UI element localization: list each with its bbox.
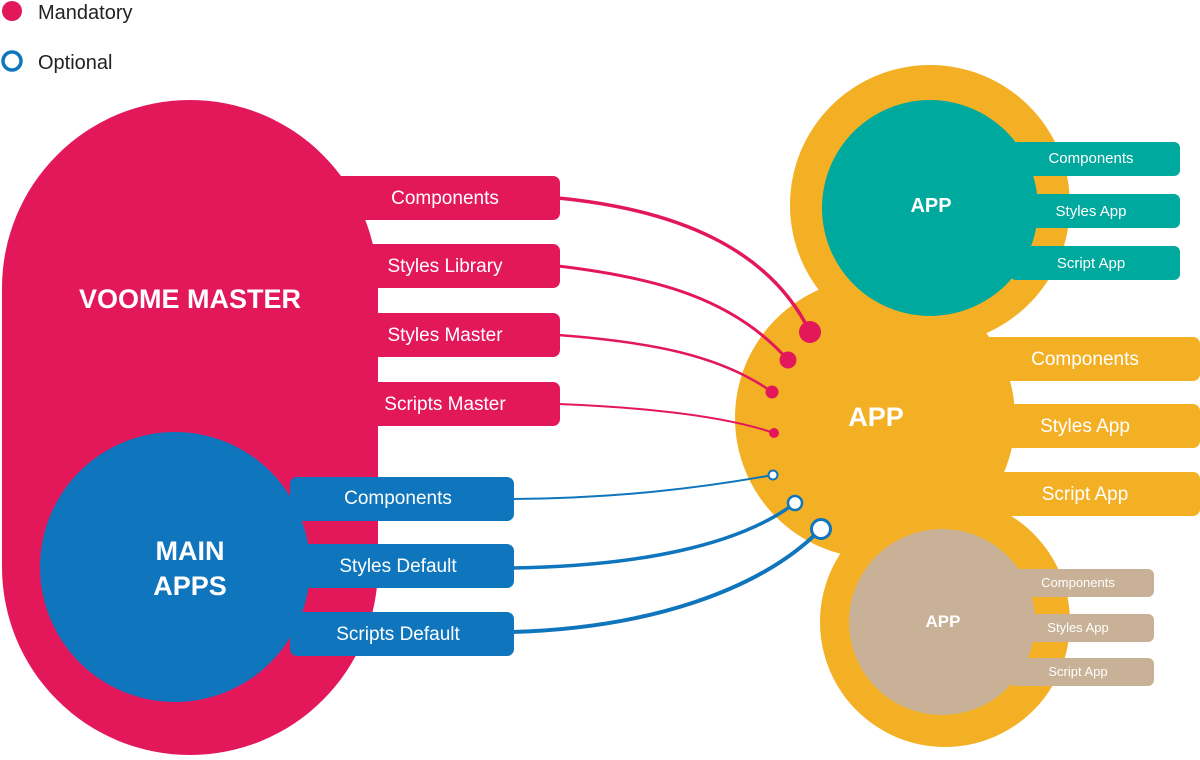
connector-main-scripts-default	[511, 528, 822, 634]
app-main-tab-components	[960, 337, 1200, 381]
mandatory-connectors	[557, 196, 812, 434]
connector-master-styles-library	[557, 264, 790, 361]
optional-endpoint-icon	[810, 518, 832, 540]
connector-master-styles-master	[557, 333, 773, 394]
app-bottom-group: APP Components Styles App Script App	[849, 529, 1154, 715]
connector-main-components	[511, 474, 774, 500]
mandatory-endpoints	[765, 321, 821, 438]
app-top-tab-styles	[1010, 194, 1180, 228]
connector-master-components	[557, 196, 812, 333]
main-apps-title-line1: MAIN	[156, 536, 225, 566]
master-tab-styles-library-label: Styles Library	[387, 256, 503, 277]
mandatory-endpoint-icon	[799, 321, 821, 343]
master-tab-gap	[378, 357, 560, 382]
main-apps-title-line2: APPS	[153, 571, 227, 601]
mandatory-endpoint-icon	[765, 385, 779, 399]
main-tab-scripts-default	[290, 612, 514, 656]
legend-optional-marker	[1, 50, 23, 72]
optional-connectors	[511, 474, 822, 634]
app-bottom-title: APP	[926, 612, 961, 631]
main-apps-shape	[40, 432, 310, 702]
app-main-tab-styles	[960, 404, 1200, 448]
app-main-tab-script-label: Script App	[1042, 484, 1129, 505]
connector-master-scripts-master	[557, 403, 775, 434]
app-bottom-tab-script-label: Script App	[1048, 664, 1107, 679]
app-main-title: APP	[848, 402, 904, 432]
master-tab-styles-master-label: Styles Master	[387, 325, 503, 346]
optional-endpoint-icon	[767, 469, 779, 481]
app-bottom-tab-script	[1010, 658, 1154, 686]
app-top-shape	[822, 100, 1038, 316]
master-tab-styles-master	[330, 313, 560, 357]
app-top-group: APP Components Styles App Script App	[822, 100, 1180, 316]
mandatory-endpoint-icon	[769, 428, 779, 438]
app-main-tab-styles-label: Styles App	[1040, 416, 1130, 437]
legend-mandatory-label: Mandatory	[38, 2, 133, 24]
legend: Mandatory Optional	[1, 1, 133, 74]
legend-mandatory-marker	[2, 1, 22, 21]
mandatory-endpoint-icon	[779, 351, 797, 369]
master-tab-gap	[378, 288, 560, 313]
main-apps-group: MAIN APPS Components Styles Default Scri…	[40, 432, 514, 702]
app-main-shape	[735, 278, 1015, 558]
master-tab-gap	[378, 220, 560, 244]
app-top-tab-script-label: Script App	[1057, 255, 1125, 272]
optional-endpoint-icon	[786, 494, 804, 512]
main-tab-components-label: Components	[344, 488, 452, 509]
main-tab-styles-default	[290, 544, 514, 588]
optional-endpoints	[767, 469, 832, 540]
main-tab-styles-default-label: Styles Default	[339, 556, 457, 577]
master-tab-scripts-master-label: Scripts Master	[384, 394, 506, 415]
app-top-tab-styles-label: Styles App	[1056, 203, 1127, 220]
main-tab-components	[290, 477, 514, 521]
master-tab-styles-library	[330, 244, 560, 288]
app-bottom-shape	[849, 529, 1035, 715]
app-top-tab-script	[1010, 246, 1180, 280]
app-top-title: APP	[910, 195, 951, 217]
legend-optional-label: Optional	[38, 52, 113, 74]
app-main-tab-components-label: Components	[1031, 349, 1139, 370]
app-main-tab-script	[960, 472, 1200, 516]
app-bottom-tab-styles	[1010, 614, 1154, 642]
voome-master-title: VOOME MASTER	[79, 284, 301, 314]
app-bottom-tab-components	[1010, 569, 1154, 597]
app-top-tab-components-label: Components	[1048, 150, 1133, 167]
master-tab-scripts-master	[330, 382, 560, 426]
app-bottom-tab-styles-label: Styles App	[1047, 620, 1108, 635]
app-bottom-tab-components-label: Components	[1041, 575, 1115, 590]
main-tab-scripts-default-label: Scripts Default	[336, 624, 460, 645]
app-top-tab-components	[1010, 142, 1180, 176]
master-tab-components-label: Components	[391, 188, 499, 209]
master-tab-components	[330, 176, 560, 220]
connector-main-styles-default	[511, 501, 797, 570]
